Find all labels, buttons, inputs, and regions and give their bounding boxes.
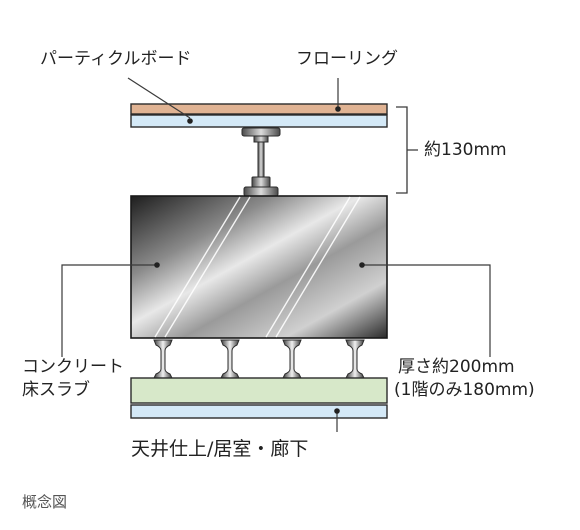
pedestal-rod	[257, 141, 265, 181]
leader-dot	[334, 408, 340, 414]
floor-support-pedestal-icon	[241, 127, 281, 197]
leader-thickness	[364, 264, 491, 357]
hanger-bolt	[345, 339, 365, 379]
leader-dot	[359, 262, 365, 268]
thickness-label-line1: 厚さ約200mm	[398, 357, 515, 377]
ceiling-board	[130, 377, 388, 404]
leader-dot	[335, 106, 341, 112]
slab-highlight-lines	[154, 196, 361, 338]
ceiling-hanger-bolt-icon	[153, 339, 365, 379]
ceiling-assembly	[130, 377, 388, 419]
pedestal-base-plate	[243, 186, 279, 197]
slab-label-line2: 床スラブ	[22, 380, 90, 400]
flooring-layer	[130, 103, 388, 115]
slab-block	[130, 195, 388, 339]
slab-label-line1: コンクリート	[22, 357, 124, 377]
hanger-bolt	[153, 339, 173, 379]
hanger-bolt	[282, 339, 302, 379]
particleboard-layer	[130, 114, 388, 128]
flooring-label: フローリング	[296, 49, 398, 69]
leader-particleboard	[127, 77, 191, 119]
pedestal-top-collar	[253, 135, 269, 143]
ceiling-underlayer	[130, 404, 388, 419]
leader-dot	[187, 118, 193, 124]
height-dimension-bracket	[396, 106, 418, 194]
floor-height-label: 約130mm	[424, 140, 507, 160]
concrete-slab	[130, 195, 388, 339]
pedestal-nut	[251, 176, 271, 188]
pedestal-top-plate	[241, 127, 281, 137]
leader-dot	[154, 262, 160, 268]
floor-assembly	[130, 103, 388, 128]
leader-lines	[61, 77, 491, 432]
concept-diagram-caption: 概念図	[22, 493, 68, 511]
leader-dots	[154, 106, 365, 414]
ceiling-label: 天井仕上/居室・廊下	[131, 438, 309, 460]
particleboard-label: パーティクルボード	[40, 49, 192, 69]
leader-slab	[61, 264, 155, 357]
thickness-label-line2: (1階のみ180mm)	[394, 380, 535, 400]
hanger-bolt	[220, 339, 240, 379]
